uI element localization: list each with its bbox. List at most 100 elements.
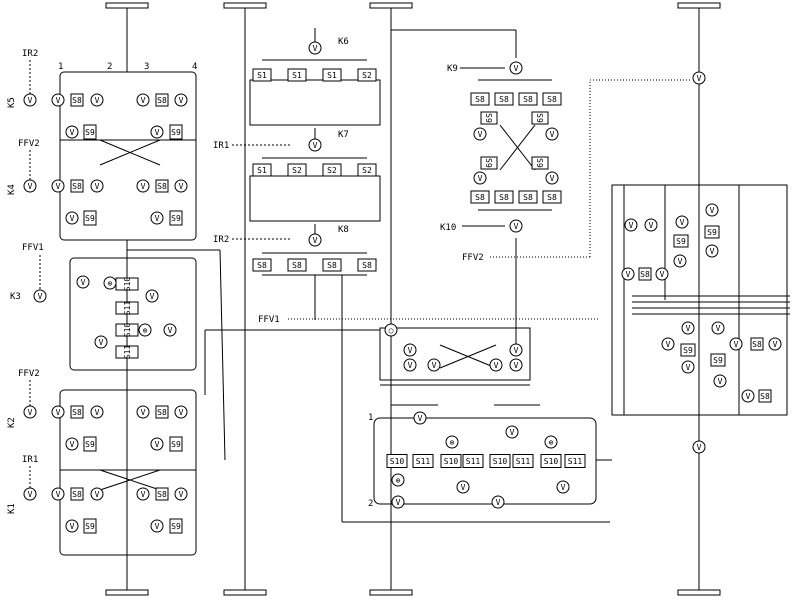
s8-block: S8: [542, 92, 562, 106]
s8-block: S8: [70, 487, 84, 501]
label-k1: K1: [7, 503, 17, 514]
svg-text:V: V: [95, 182, 100, 191]
svg-text:S8: S8: [475, 95, 485, 104]
v-node: V: [644, 218, 658, 232]
s9-block: S9: [673, 234, 689, 248]
svg-text:S11: S11: [568, 457, 583, 466]
v-node: V: [145, 289, 159, 303]
sum-node: ⊕: [138, 323, 152, 337]
sum-node: ⊕: [445, 435, 459, 449]
v-node: V: [90, 179, 104, 193]
svg-text:S8: S8: [157, 408, 167, 417]
v-node: V: [556, 480, 570, 494]
v-node: V: [655, 267, 669, 281]
bus-bars: [105, 2, 721, 596]
svg-text:S8: S8: [523, 95, 533, 104]
v-node: V: [505, 425, 519, 439]
s10-block: S10: [489, 454, 511, 468]
s8-block: S8: [252, 258, 272, 272]
s11-block: S11: [564, 454, 586, 468]
s8-block: S8: [518, 92, 538, 106]
svg-text:S11: S11: [123, 345, 132, 360]
s9-block: S9: [704, 225, 720, 239]
v-node: V: [65, 125, 79, 139]
svg-text:V: V: [666, 340, 671, 349]
s8-block: S8: [357, 258, 377, 272]
s9-block: S9: [531, 156, 549, 170]
v-node: V: [729, 337, 743, 351]
svg-text:S9: S9: [713, 356, 723, 365]
s8-block: S8: [518, 190, 538, 204]
svg-text:V: V: [313, 141, 318, 150]
svg-text:V: V: [408, 361, 413, 370]
svg-text:V: V: [70, 128, 75, 137]
k6-node: V: [308, 41, 322, 55]
svg-text:V: V: [514, 64, 519, 73]
v-node: V: [621, 267, 635, 281]
svg-text:V: V: [56, 182, 61, 191]
svg-text:○: ○: [389, 326, 394, 335]
svg-text:S9: S9: [85, 522, 95, 531]
v-node: V: [136, 487, 150, 501]
v-node: V: [545, 171, 559, 185]
svg-text:V: V: [510, 428, 515, 437]
svg-text:V: V: [56, 408, 61, 417]
svg-text:V: V: [70, 214, 75, 223]
svg-text:S2: S2: [327, 166, 337, 175]
v-node: V: [705, 244, 719, 258]
svg-text:V: V: [141, 96, 146, 105]
v-node: V: [150, 211, 164, 225]
svg-text:V: V: [561, 483, 566, 492]
k7-node: V: [308, 138, 322, 152]
svg-text:S8: S8: [72, 96, 82, 105]
input-v-node: V: [23, 405, 37, 419]
svg-text:S8: S8: [292, 261, 302, 270]
left-block-k3: FFV1 K3: [10, 243, 226, 461]
v-node: V: [692, 440, 706, 454]
v-node: V: [491, 495, 505, 509]
port-1-bottom: 1: [368, 413, 373, 423]
port-1-label: 1: [58, 62, 63, 72]
s-block: S2: [357, 68, 377, 82]
s8-block: S8: [155, 179, 169, 193]
svg-text:S8: S8: [499, 193, 509, 202]
label-ffv1-a: FFV1: [22, 243, 44, 253]
v-node: V: [427, 358, 441, 372]
svg-text:V: V: [718, 377, 723, 386]
label-k4: K4: [7, 184, 17, 195]
svg-text:S8: S8: [72, 182, 82, 191]
svg-text:V: V: [550, 174, 555, 183]
s9-block: S9: [83, 210, 97, 226]
s9-block: S9: [83, 436, 97, 452]
s10-block: S10: [440, 454, 462, 468]
svg-text:V: V: [179, 96, 184, 105]
v-node: V: [150, 519, 164, 533]
svg-text:V: V: [478, 174, 483, 183]
sum-node: ⊕: [103, 276, 117, 290]
svg-text:V: V: [56, 490, 61, 499]
svg-text:V: V: [710, 247, 715, 256]
s11-block: S11: [412, 454, 434, 468]
svg-text:S2: S2: [292, 166, 302, 175]
v-node: V: [711, 321, 725, 335]
sum-node: ⊕: [391, 473, 405, 487]
svg-text:S10: S10: [544, 457, 559, 466]
v-node: V: [51, 93, 65, 107]
svg-text:V: V: [38, 292, 43, 301]
svg-text:V: V: [418, 414, 423, 423]
v-node: V: [150, 437, 164, 451]
sum-node: ⊕: [544, 435, 558, 449]
svg-text:V: V: [28, 182, 33, 191]
s9-block: S9: [83, 124, 97, 140]
svg-text:S9: S9: [171, 128, 181, 137]
svg-text:S8: S8: [257, 261, 267, 270]
v-node: V: [545, 127, 559, 141]
v-node: V: [51, 405, 65, 419]
svg-text:S9: S9: [171, 214, 181, 223]
s11-block: S11: [115, 345, 139, 360]
v-node: V: [65, 437, 79, 451]
port-2-bottom: 2: [368, 499, 373, 509]
svg-text:S8: S8: [752, 340, 762, 349]
svg-text:S9: S9: [171, 522, 181, 531]
v-node: V: [94, 335, 108, 349]
